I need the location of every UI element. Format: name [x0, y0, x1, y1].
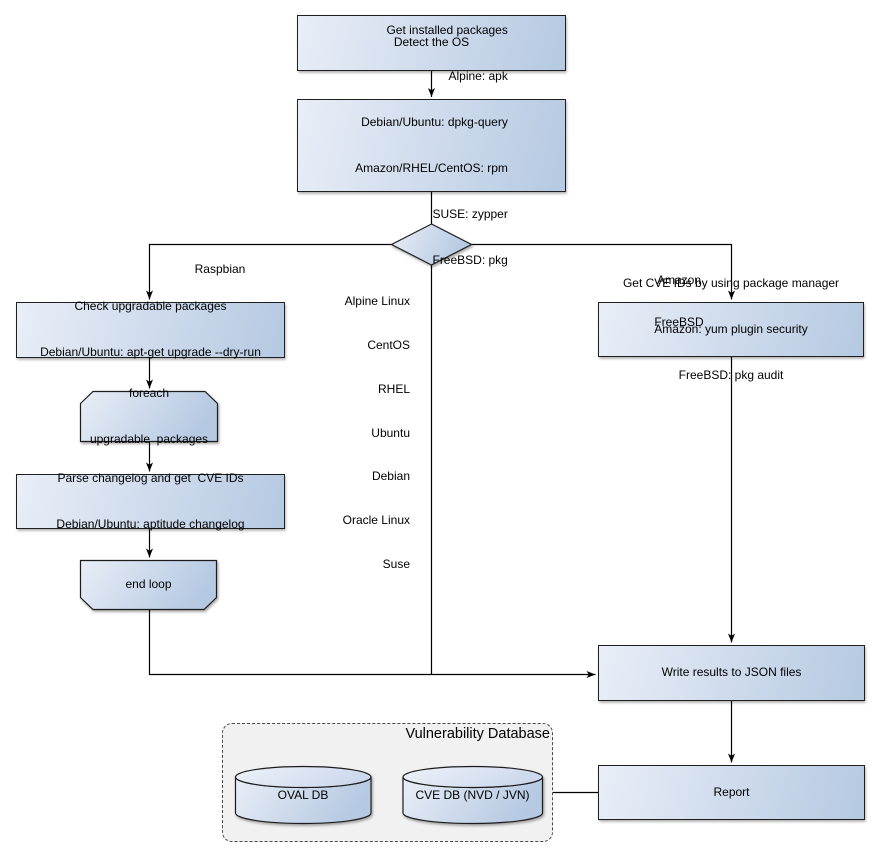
- node-end-loop: end loop: [80, 560, 217, 610]
- os-list-item: Alpine Linux: [344, 294, 410, 309]
- node-text-line: Alpine: apk: [448, 69, 508, 84]
- cve-db-cylinder: [402, 765, 544, 825]
- node-text-block: Check upgradable packages Debian/Ubuntu:…: [40, 269, 261, 391]
- edge-diamond-to-check: [146, 243, 392, 300]
- node-detect-os: Detect the OS: [297, 15, 566, 71]
- node-text-line: foreach: [128, 385, 170, 400]
- edge-label-os-list: Alpine Linux CentOS RHEL Ubuntu Debian O…: [300, 265, 410, 601]
- oval-db-cylinder: [234, 765, 372, 825]
- node-text-line: Get CVE IDs by using package manager: [622, 275, 840, 290]
- node-check-upgradable-packages: Check upgradable packages Debian/Ubuntu:…: [16, 299, 285, 359]
- edge-label-amazon-freebsd: Amazon FreeBSD: [629, 245, 729, 357]
- node-text-block: Parse changelog and get CVE IDs Debian/U…: [56, 440, 244, 562]
- node-label: Write results to JSON files: [661, 665, 802, 680]
- node-text-line: FreeBSD: pkg audit: [678, 367, 784, 382]
- node-get-cve-ids: Get CVE IDs by using package manager Ama…: [598, 276, 864, 382]
- cylinder-label: OVAL DB: [277, 788, 329, 803]
- cylinder-label: CVE DB (NVD / JVN): [415, 788, 530, 803]
- edge-endloop-to-json: [148, 609, 596, 678]
- edge-label-line: Amazon: [656, 273, 702, 287]
- vulnerability-database-title: Vulnerability Database: [405, 726, 550, 742]
- node-get-installed-packages: Get installed packages Alpine: apk Debia…: [297, 23, 566, 267]
- node-text-line: Debian/Ubuntu: apt-get upgrade --dry-run: [40, 345, 261, 360]
- node-text-line: SUSE: zypper: [432, 206, 508, 221]
- node-text-line: Parse changelog and get CVE IDs: [57, 470, 244, 485]
- os-list-item: CentOS: [367, 337, 410, 352]
- node-parse-changelog: Parse changelog and get CVE IDs Debian/U…: [16, 471, 285, 531]
- node-text-line: Amazon/RHEL/CentOS: rpm: [355, 160, 508, 175]
- cve-db-label: CVE DB (NVD / JVN): [403, 775, 542, 817]
- node-text-block: Get CVE IDs by using package manager Ama…: [623, 245, 839, 413]
- node-text-line: upgradable packages: [89, 431, 209, 446]
- os-list-item: Debian: [371, 469, 410, 484]
- node-text-line: Get installed packages: [386, 23, 508, 38]
- os-list-item: RHEL: [377, 381, 410, 396]
- node-text-line: Debian/Ubuntu: aptitude changelog: [56, 516, 245, 531]
- edge-label-raspbian: Raspbian: [194, 262, 246, 276]
- node-text-block: foreach upgradable packages: [90, 355, 208, 477]
- end-loop-shape: [79, 559, 218, 611]
- oval-db-label: OVAL DB: [235, 775, 371, 817]
- node-text-block: Get installed packages Alpine: apk Debia…: [355, 0, 508, 298]
- edge-label-line: FreeBSD: [654, 315, 704, 329]
- os-list-item: Ubuntu: [371, 425, 410, 440]
- node-write-results-json: Write results to JSON files: [598, 645, 865, 701]
- os-list-item: Oracle Linux: [342, 513, 410, 528]
- node-text-line: Check upgradable packages: [74, 299, 227, 314]
- node-text-line: FreeBSD: pkg: [432, 252, 508, 267]
- node-label: end loop: [125, 577, 172, 592]
- os-decision-diamond: [390, 223, 473, 266]
- edge-diamond-to-getcve: [471, 243, 735, 300]
- node-text-line: Debian/Ubuntu: dpkg-query: [361, 114, 508, 129]
- node-text-line: Amazon: yum plugin security: [654, 321, 808, 336]
- os-list-item: Suse: [382, 556, 410, 571]
- foreach-loop-shape: [79, 390, 219, 443]
- node-label: Detect the OS: [393, 35, 470, 50]
- node-foreach-loop: foreach upgradable packages: [80, 386, 218, 446]
- node-label: Report: [713, 784, 750, 799]
- node-report: Report: [598, 765, 865, 820]
